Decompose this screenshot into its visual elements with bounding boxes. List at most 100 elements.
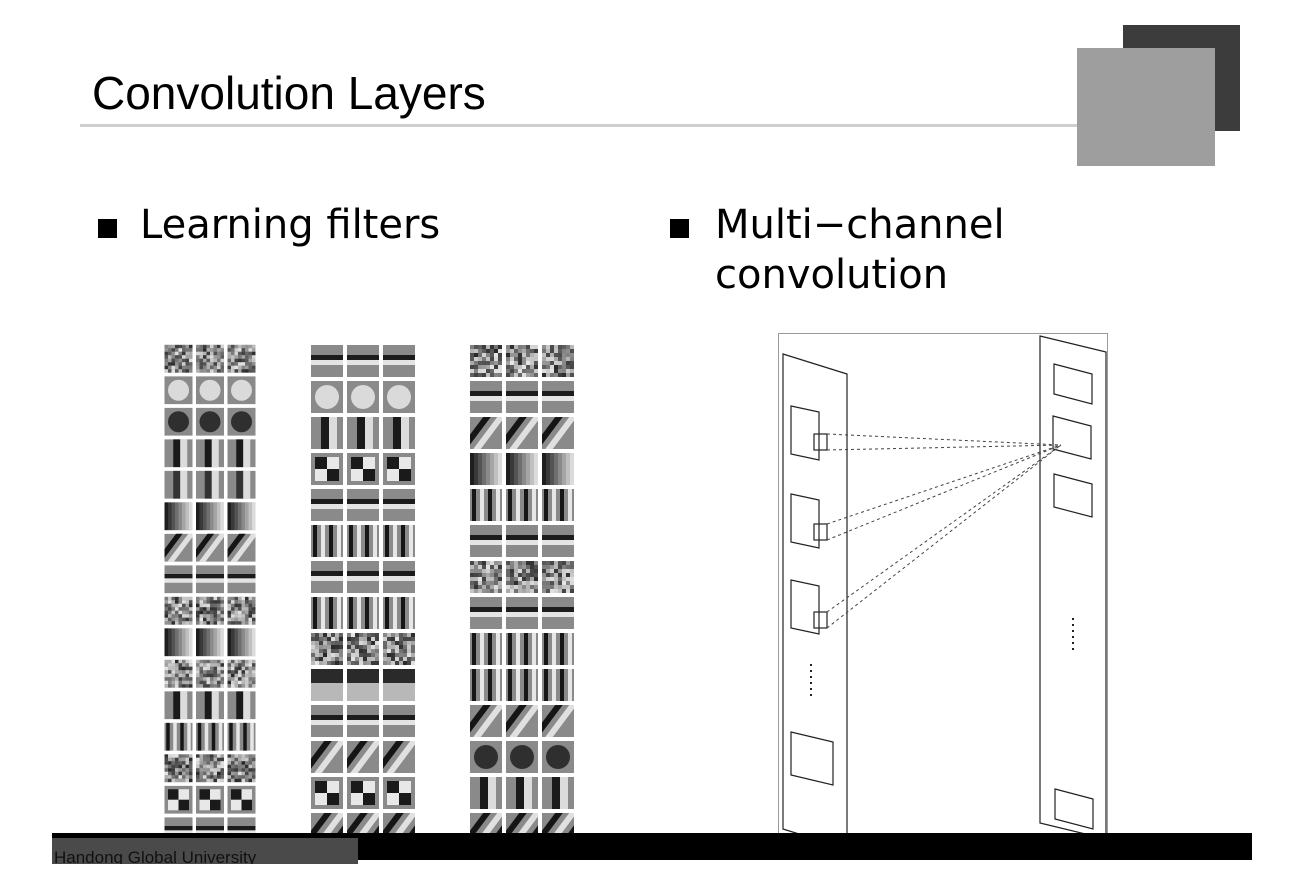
filter-thumbnail [196, 754, 224, 783]
filter-thumbnail [164, 628, 193, 657]
filter-thumbnail [383, 597, 415, 629]
filter-thumbnail [470, 741, 502, 773]
kernel-window [813, 611, 828, 629]
filter-thumbnail [506, 417, 538, 449]
filter-thumbnail [347, 381, 379, 413]
filter-thumbnail [311, 705, 343, 737]
filter-thumbnail [227, 407, 256, 436]
slide-title: Convolution Layers [92, 67, 486, 119]
filter-thumbnail [227, 533, 256, 562]
filter-thumbnail [347, 741, 379, 773]
filter-thumbnail [196, 376, 224, 405]
filter-thumbnail [227, 722, 256, 751]
title-underline [80, 124, 1080, 127]
filter-thumbnail [311, 777, 343, 809]
filter-thumbnail [227, 502, 256, 531]
filter-thumbnail [196, 628, 224, 657]
filter-thumbnail [506, 669, 538, 701]
filter-thumbnail [311, 633, 343, 665]
filter-thumbnail [470, 561, 502, 593]
filter-thumbnail [196, 344, 224, 373]
filter-thumbnail [311, 345, 343, 377]
filter-thumbnail [470, 777, 502, 809]
filter-thumbnail [227, 659, 256, 688]
filter-thumbnail [347, 561, 379, 593]
filter-thumbnail [383, 345, 415, 377]
output-plane [1039, 335, 1107, 840]
filter-thumbnail [542, 597, 574, 629]
diagram-svg [782, 335, 1107, 850]
filter-thumbnail [383, 453, 415, 485]
filter-thumbnail [164, 691, 193, 720]
filter-thumbnail [542, 417, 574, 449]
filter-thumbnail [311, 381, 343, 413]
filter-thumbnail [470, 633, 502, 665]
filter-thumbnail [470, 345, 502, 377]
filter-thumbnail [311, 561, 343, 593]
input-feature-box [790, 731, 834, 786]
bullet-multi-channel: Multi−channel convolution [715, 202, 1005, 298]
filter-thumbnail [196, 691, 224, 720]
connection-lines [826, 433, 1062, 629]
filter-thumbnail [542, 705, 574, 737]
ellipsis-dots [810, 618, 1074, 696]
filter-thumbnail [470, 669, 502, 701]
filter-thumbnail [347, 633, 379, 665]
filter-thumbnail [542, 669, 574, 701]
filter-thumbnail [164, 439, 193, 468]
filter-thumbnail [470, 597, 502, 629]
filter-thumbnail [164, 533, 193, 562]
filter-thumbnail [542, 345, 574, 377]
filter-thumbnail [542, 561, 574, 593]
filter-thumbnail [164, 470, 193, 499]
filter-thumbnail [470, 489, 502, 521]
filter-thumbnail [470, 381, 502, 413]
filter-thumbnail [542, 489, 574, 521]
filter-thumbnail [164, 502, 193, 531]
filter-thumbnail [311, 417, 343, 449]
filter-thumbnail [164, 754, 193, 783]
filter-thumbnail [311, 489, 343, 521]
filter-thumbnail [542, 525, 574, 557]
filter-thumbnail [311, 669, 343, 701]
filter-thumbnail [164, 565, 193, 594]
filter-grid-column-3 [468, 343, 576, 847]
bullet-square-icon [98, 219, 117, 238]
filter-thumbnail [227, 691, 256, 720]
filter-thumbnail [164, 596, 193, 625]
filter-thumbnail [470, 417, 502, 449]
filter-thumbnail [542, 633, 574, 665]
filter-thumbnail [506, 633, 538, 665]
filter-thumbnail [196, 659, 224, 688]
filter-thumbnail [506, 381, 538, 413]
filter-thumbnail [196, 533, 224, 562]
filter-thumbnail [506, 453, 538, 485]
filter-thumbnail [470, 705, 502, 737]
filter-grid-svg [468, 343, 576, 847]
filter-thumbnail [383, 417, 415, 449]
filter-thumbnail [506, 777, 538, 809]
filter-thumbnail [227, 785, 256, 814]
input-feature-box [790, 493, 820, 549]
input-feature-box [790, 405, 820, 461]
filter-thumbnail [227, 376, 256, 405]
filter-thumbnail [227, 628, 256, 657]
footer-university: Handong Global University [54, 848, 257, 864]
filter-thumbnail [164, 407, 193, 436]
filter-thumbnail [227, 470, 256, 499]
filter-thumbnail [196, 407, 224, 436]
filter-thumbnail [383, 741, 415, 773]
filter-thumbnail [383, 381, 415, 413]
filter-thumbnail [347, 417, 379, 449]
filter-thumbnail [506, 561, 538, 593]
filter-grid-column-2 [309, 343, 417, 847]
filter-thumbnail [383, 489, 415, 521]
filter-thumbnail [506, 489, 538, 521]
kernel-window [813, 433, 828, 451]
filter-thumbnail [196, 502, 224, 531]
filter-thumbnail [196, 439, 224, 468]
filter-thumbnail [164, 785, 193, 814]
filter-thumbnail [227, 754, 256, 783]
filter-thumbnail [196, 596, 224, 625]
filter-thumbnail [506, 345, 538, 377]
